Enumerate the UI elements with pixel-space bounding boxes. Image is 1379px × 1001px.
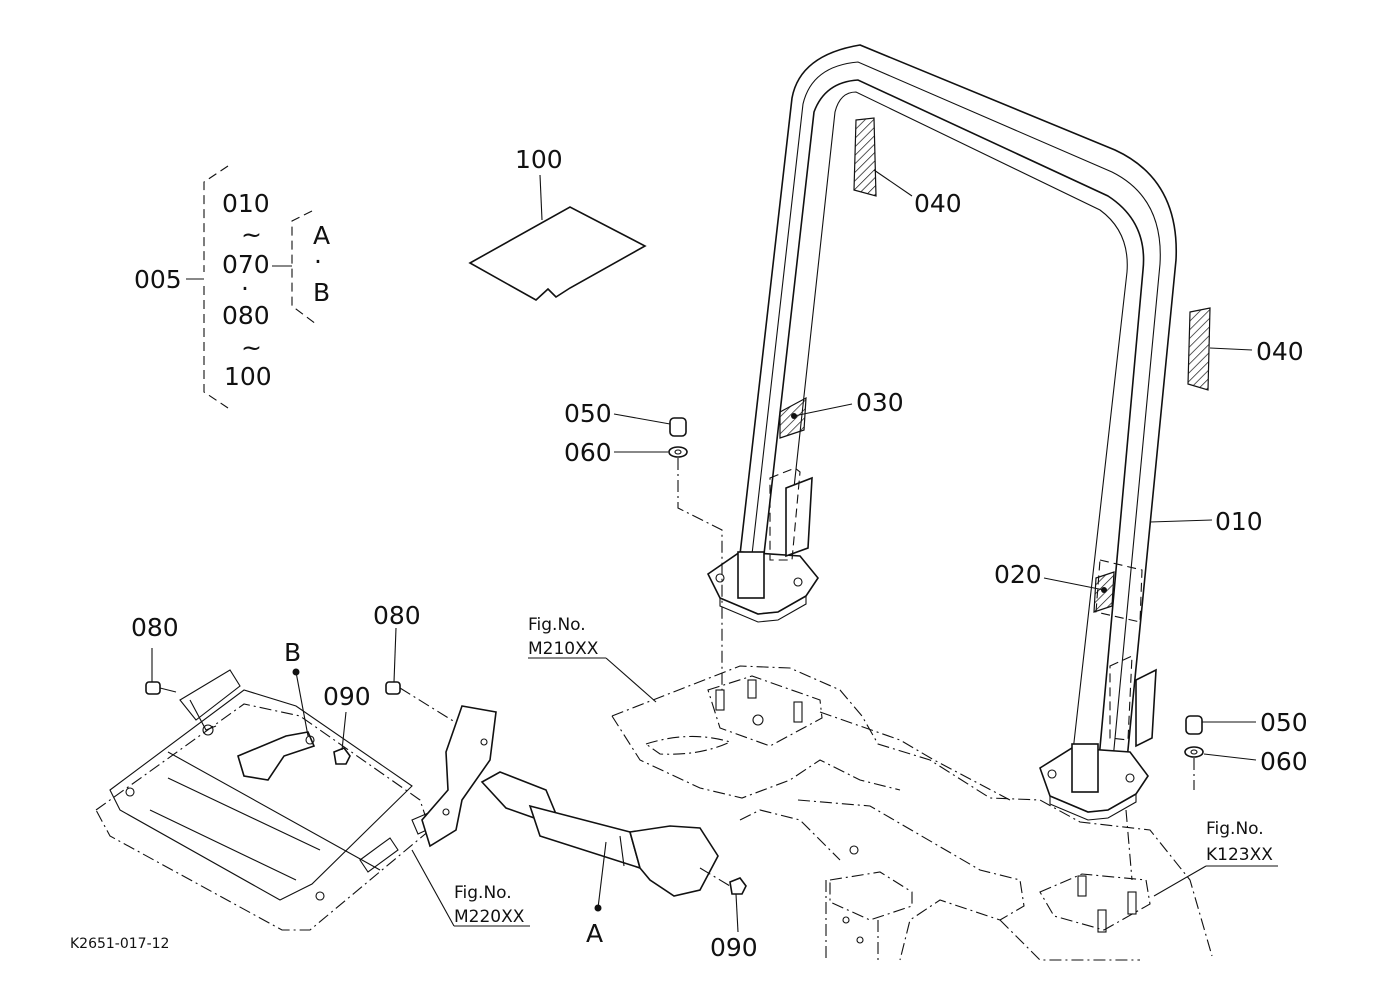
- fig-ref-m220-line2: M220XX: [454, 907, 525, 927]
- fig-ref-m210-line2: M210XX: [528, 639, 599, 659]
- label-005: 005: [134, 265, 182, 294]
- tilde-1: ~: [241, 220, 262, 249]
- fig-ref-m220-line1: Fig.No.: [454, 883, 512, 903]
- part-100-label-sheet: 100: [468, 145, 647, 301]
- label-010-range: 010: [222, 189, 270, 218]
- rops-frame: [668, 44, 1211, 881]
- variant-a-label: A: [313, 221, 330, 250]
- label-020: 020: [994, 560, 1042, 589]
- dot-2: ·: [314, 247, 322, 276]
- seat-bracket-assembly: [95, 669, 497, 931]
- figure-references: Fig.No. M210XX Fig.No. M220XX Fig.No. K1…: [454, 615, 1273, 927]
- point-b-label: B: [284, 638, 301, 667]
- variant-b-label: B: [313, 278, 330, 307]
- label-060-right: 060: [1260, 747, 1308, 776]
- dot-1: ·: [241, 274, 249, 303]
- label-100-range: 100: [224, 362, 272, 391]
- label-090-right: 090: [710, 933, 758, 962]
- label-040-right: 040: [1256, 337, 1304, 366]
- point-a-label: A: [586, 919, 603, 948]
- label-040-top: 040: [914, 189, 962, 218]
- drawing-id: K2651-017-12: [70, 936, 169, 952]
- fig-ref-m210-line1: Fig.No.: [528, 615, 586, 635]
- label-090-left: 090: [323, 682, 371, 711]
- part-number-labels: 040 040 030 050 060 010 020 050 060 080 …: [131, 189, 1308, 962]
- label-050-right: 050: [1260, 708, 1308, 737]
- tilde-2: ~: [241, 333, 262, 362]
- fig-ref-k123-line2: K123XX: [1206, 845, 1273, 865]
- assembly-group-bracket: 005 010 ~ 070 · 080 ~ 100 A · B: [134, 165, 330, 409]
- label-100: 100: [515, 145, 563, 174]
- label-030: 030: [856, 388, 904, 417]
- label-060-left: 060: [564, 438, 612, 467]
- label-050-left: 050: [564, 399, 612, 428]
- tractor-body-reference: [611, 665, 1213, 961]
- label-080-left: 080: [131, 613, 179, 642]
- label-080-range: 080: [222, 301, 270, 330]
- label-080-mid: 080: [373, 601, 421, 630]
- nut-090-left: [333, 747, 351, 765]
- fig-ref-k123-line1: Fig.No.: [1206, 819, 1264, 839]
- bolt-080-left: [145, 681, 177, 695]
- seat-belt-assembly: [480, 771, 747, 897]
- label-010: 010: [1215, 507, 1263, 536]
- label-070: 070: [222, 250, 270, 279]
- leader-lines: [151, 169, 1278, 933]
